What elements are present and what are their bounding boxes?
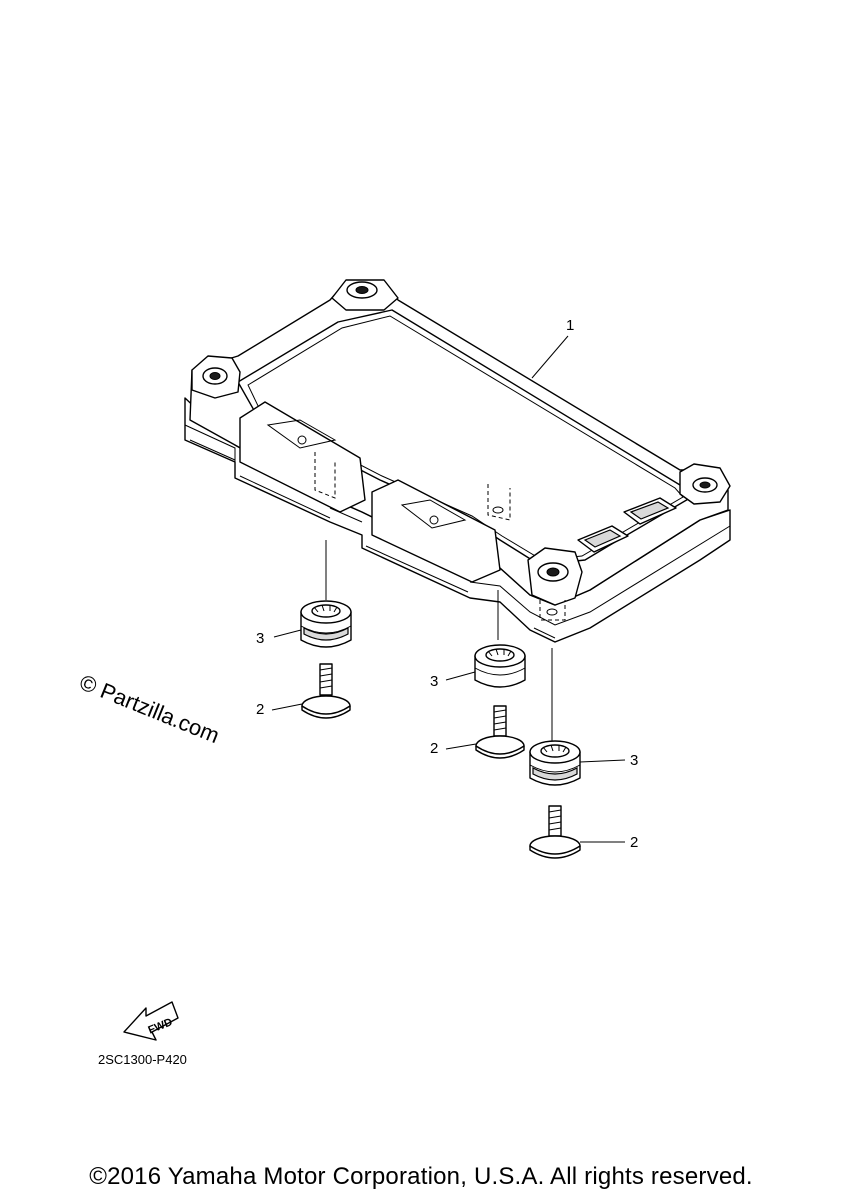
damper-right — [529, 740, 581, 786]
leader-line-damper-center — [445, 671, 476, 681]
leader-line-bolt-center — [445, 743, 477, 750]
callout-meter: 1 — [566, 317, 574, 334]
leader-line-bolt-left — [271, 703, 303, 711]
corner-boss-right — [679, 463, 731, 505]
meter-assembly — [184, 279, 731, 643]
watermark-text: © Partzilla.com — [76, 669, 223, 748]
mount-tab-left — [239, 401, 366, 513]
bolt-left — [301, 663, 351, 719]
callout-bolt-left: 2 — [256, 701, 264, 718]
copyright-notice: ©2016 Yamaha Motor Corporation, U.S.A. A… — [89, 1163, 753, 1190]
callout-bolt-right: 2 — [630, 834, 638, 851]
bolt-center — [475, 705, 525, 759]
corner-boss-top — [331, 279, 399, 311]
meter-switch-buttons — [577, 497, 677, 553]
callout-damper-right: 3 — [630, 752, 638, 769]
callout-bolt-center: 2 — [430, 740, 438, 757]
leader-line-damper-left — [273, 629, 302, 638]
bolt-right — [529, 805, 581, 859]
callout-damper-center: 3 — [430, 673, 438, 690]
corner-boss-left — [191, 355, 241, 399]
damper-center — [474, 644, 526, 688]
fwd-arrow-icon: FWD — [123, 1001, 179, 1041]
callout-damper-left: 3 — [256, 630, 264, 647]
mount-tab-center — [371, 479, 511, 583]
damper-left — [300, 600, 352, 648]
leader-line-meter — [531, 335, 569, 379]
leader-line-damper-right — [579, 759, 626, 763]
corner-boss-front — [527, 547, 583, 606]
diagram-code: 2SC1300-P420 — [98, 1052, 187, 1067]
